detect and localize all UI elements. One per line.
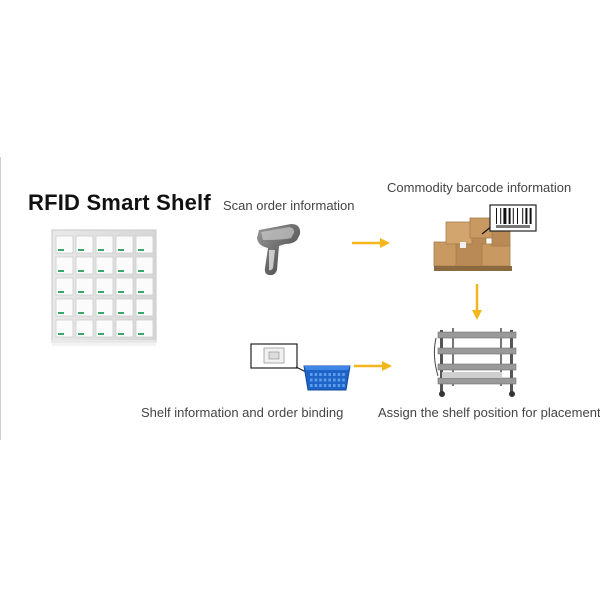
step-commodity-label: Commodity barcode information (387, 180, 572, 195)
barcode-scanner-icon (257, 224, 301, 276)
page-title: RFID Smart Shelf (28, 190, 211, 215)
arrow-right-icon (352, 238, 390, 248)
barcode-label-icon (481, 204, 537, 235)
arrow-down-icon (472, 284, 482, 320)
shelf-cabinet-icon (51, 229, 157, 346)
plastic-basket-icon (303, 365, 351, 391)
step-bind-label: Shelf information and order binding (141, 405, 344, 420)
step-scan-label: Scan order information (223, 198, 355, 213)
left-divider (0, 157, 1, 440)
step-assign-label: Assign the shelf position for placement (378, 405, 600, 420)
arrow-right-icon-2 (354, 361, 392, 371)
storage-rack-icon (433, 328, 517, 397)
rfid-tag-icon (250, 343, 309, 374)
cardboard-boxes-icon (433, 217, 512, 271)
